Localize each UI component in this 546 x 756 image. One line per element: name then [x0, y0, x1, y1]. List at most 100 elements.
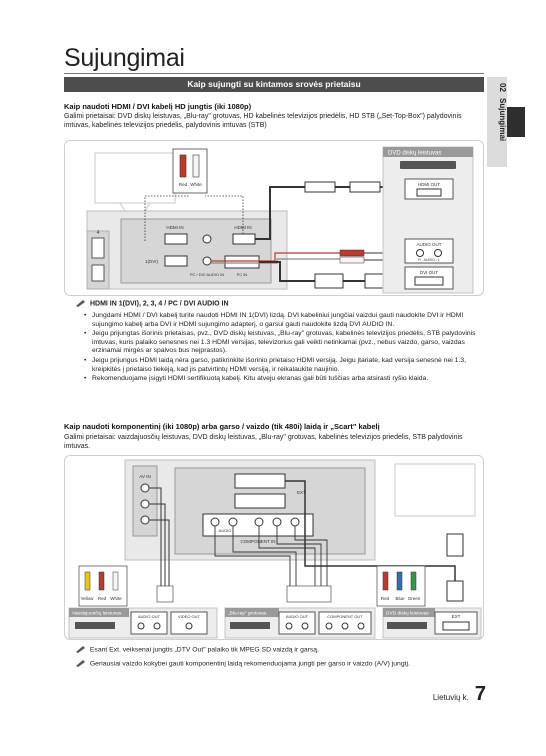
component-diagram: AV IN EXT COMPONENT IN AUDIO Yellow Red — [64, 455, 484, 640]
component-audio-r[interactable] — [228, 517, 238, 527]
usb-port — [91, 264, 105, 282]
audio-cable-red — [211, 252, 340, 262]
plug-green — [410, 571, 417, 591]
footer-page-number: 7 — [474, 683, 486, 705]
hdmi-port-4[interactable] — [91, 237, 105, 259]
hdmi-port-3[interactable] — [164, 233, 188, 245]
hdmi-diagram: 4 HDMI IN HDMI IN 1(DVI) PC / DVI AUDIO … — [64, 140, 484, 296]
dvd-icon — [387, 622, 427, 629]
hdmi-note-title: HDMI IN 1(DVI), 2, 3, 4 / PC / DVI AUDIO… — [76, 300, 229, 307]
hdmi-plug-b — [349, 181, 381, 193]
headphone-jack — [202, 234, 212, 244]
component-pb[interactable] — [272, 517, 282, 527]
dvd-player-icon — [400, 161, 456, 169]
bluray-audio-out-label: AUDIO OUT — [286, 614, 309, 619]
tv-component-in-label: COMPONENT IN — [241, 539, 276, 544]
page-title: Sujungimai — [64, 44, 185, 72]
audio-sub-label: R - AUDIO - L — [418, 258, 440, 262]
tv-port-block — [120, 218, 272, 284]
cable-white-label: White — [190, 182, 202, 187]
av-in-right[interactable] — [140, 515, 150, 525]
hdmi-bullet-list: Jungdami HDMI / DVI kabelį turite naudot… — [84, 312, 480, 385]
cable-yellow-label: Yellow — [81, 596, 95, 601]
component-note-1-text: Esant Ext. veiksenai jungtis „DTV Out" p… — [89, 646, 319, 654]
component-audio-l[interactable] — [210, 517, 220, 527]
cable-red-label: Red — [98, 596, 107, 601]
device-vcr-label: Vaizdajuosčių leistuvas — [72, 611, 122, 617]
side-tab-label: 02 Sujungimai — [487, 77, 507, 167]
scart-port-tv-2[interactable] — [234, 493, 286, 509]
plug-red — [98, 571, 105, 591]
cable-red-label: Red — [179, 182, 188, 187]
scart-plug-a — [446, 533, 464, 557]
bluray-comp-y[interactable] — [357, 622, 365, 630]
audio-out-l[interactable] — [434, 249, 442, 257]
hdmi-port-2[interactable] — [232, 233, 256, 245]
bluray-comp-pb[interactable] — [341, 622, 349, 630]
footer-language: Lietuvių k. — [432, 693, 469, 702]
pc-in-port[interactable] — [224, 255, 260, 269]
hdmi-intro: Galimi prietaisai: DVD diskų leistuvas, … — [64, 113, 462, 129]
tv-audio-label: AUDIO — [219, 528, 232, 533]
bluray-audio-r[interactable] — [285, 622, 293, 630]
hdmi-bullet: Rekomenduojame įsigyti HDMI sertifikuotą… — [84, 375, 480, 384]
tv-outline-right — [394, 463, 476, 517]
hdmi-diagram-svg: 4 HDMI IN HDMI IN 1(DVI) PC / DVI AUDIO … — [86, 146, 474, 294]
cable-red2-label: Red — [381, 596, 390, 601]
comp-plugs-mid — [286, 585, 332, 603]
component-diagram-svg: AV IN EXT COMPONENT IN AUDIO Yellow Red — [68, 459, 482, 639]
av-in-left[interactable] — [140, 499, 150, 509]
bluray-audio-l[interactable] — [301, 622, 309, 630]
audio-plug-red — [339, 249, 365, 257]
red-plug — [179, 154, 187, 178]
av-plugs-mid — [156, 585, 174, 603]
audio-out-box — [404, 238, 454, 264]
vcr-audio-r[interactable] — [137, 622, 145, 630]
scart-cable — [285, 480, 456, 581]
dvd-scart-port[interactable] — [442, 621, 470, 631]
device-bar-dvd — [383, 608, 435, 617]
bluray-comp-pr[interactable] — [325, 622, 333, 630]
hdmi-port-1-dvi[interactable] — [164, 255, 188, 267]
component-note-2-text: Geriausiai vaizdo kokybei gauti komponen… — [89, 660, 410, 668]
device-bar-vcr — [69, 608, 129, 617]
cable-white-label: White — [110, 596, 122, 601]
port-dvi-out-label: DVI OUT — [420, 270, 439, 275]
cable-callout — [172, 148, 208, 194]
vcr-video-out-label: VIDEO OUT — [178, 614, 201, 619]
hdmi-out-port[interactable] — [416, 188, 442, 197]
port-audio-out-label: AUDIO OUT — [416, 242, 441, 247]
callout-dots — [144, 195, 190, 241]
device-bar-bluray — [225, 608, 279, 617]
section-title-bar: Kaip sujungti su kintamos srovės prietai… — [64, 77, 484, 92]
av-cable-white — [149, 503, 166, 586]
dvi-plug-a — [314, 273, 344, 289]
component-y[interactable] — [254, 517, 264, 527]
tv-ext-label: EXT — [297, 490, 306, 495]
dvi-out-port[interactable] — [414, 276, 444, 286]
vcr-video[interactable] — [185, 622, 193, 630]
audio-plug-white — [339, 256, 365, 264]
scart-port-tv[interactable] — [234, 473, 286, 489]
tv-port-label-4: 4 — [97, 230, 100, 236]
bluray-component-out-label: COMPONENT OUT — [327, 614, 363, 619]
dvd-device-bar — [383, 147, 473, 157]
dvd-ext-label: EXT — [452, 614, 461, 619]
side-tab — [487, 77, 507, 167]
device-dvd-label: DVD diskų leistuvas — [386, 611, 429, 617]
audio-out-r[interactable] — [416, 249, 424, 257]
dvi-cable — [259, 261, 315, 282]
tv-pc-in-label: PC IN — [237, 272, 248, 277]
port-hdmi-out-label: HDMI OUT — [418, 182, 440, 187]
note-icon — [76, 300, 85, 307]
av-in-video[interactable] — [140, 483, 150, 493]
component-pr[interactable] — [290, 517, 300, 527]
vcr-audio-l[interactable] — [153, 622, 161, 630]
hdmi-cable — [255, 186, 305, 240]
title-rule — [64, 73, 484, 74]
tv-hdmi-in-label-a: HDMI IN — [166, 225, 183, 230]
component-note-1: Esant Ext. veiksenai jungtis „DTV Out" p… — [76, 646, 319, 653]
hdmi-heading: Kaip naudoti HDMI / DVI kabelį HD jungti… — [64, 102, 252, 111]
pc-dvi-audio-jack[interactable] — [202, 256, 212, 266]
component-note-2: Geriausiai vaizdo kokybei gauti komponen… — [76, 660, 410, 667]
